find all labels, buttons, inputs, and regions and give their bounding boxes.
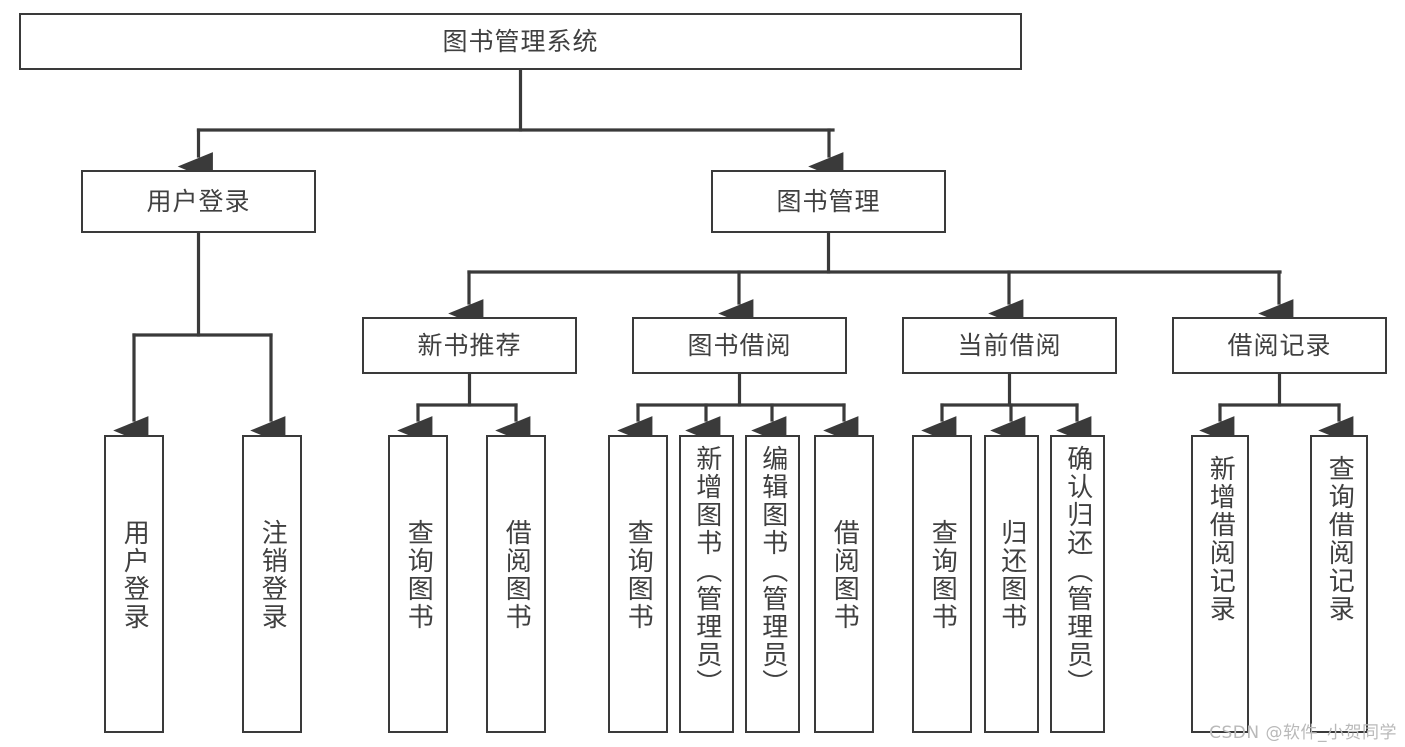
leaf-borrow-book-1-label: 借阅图书	[501, 519, 532, 631]
leaf-add-book-label: 新增图书（管理员）	[691, 445, 722, 697]
leaf-borrow-book-2-label: 借阅图书	[829, 519, 860, 631]
node-book-manage[interactable]: 图书管理	[711, 170, 946, 233]
leaf-borrow-book-1[interactable]: 借阅图书	[486, 435, 546, 733]
leaf-edit-book[interactable]: 编辑图书（管理员）	[745, 435, 800, 733]
leaf-query-book-2-label: 查询图书	[623, 519, 654, 631]
leaf-query-record-label: 查询借阅记录	[1324, 455, 1355, 623]
node-book-manage-label: 图书管理	[776, 186, 881, 216]
leaf-query-book-3-label: 查询图书	[927, 519, 958, 631]
leaf-add-record[interactable]: 新增借阅记录	[1191, 435, 1249, 733]
leaf-query-record[interactable]: 查询借阅记录	[1310, 435, 1368, 733]
leaf-return-book-label: 归还图书	[996, 519, 1027, 631]
leaf-confirm-return[interactable]: 确认归还（管理员）	[1050, 435, 1105, 733]
node-borrow-record[interactable]: 借阅记录	[1172, 317, 1387, 374]
leaf-borrow-book-2[interactable]: 借阅图书	[814, 435, 874, 733]
leaf-logout-label: 注销登录	[257, 519, 288, 631]
leaf-query-book-3[interactable]: 查询图书	[912, 435, 972, 733]
node-book-borrow[interactable]: 图书借阅	[632, 317, 847, 374]
node-borrow-record-label: 借阅记录	[1227, 330, 1332, 360]
node-current-borrow[interactable]: 当前借阅	[902, 317, 1117, 374]
node-user-login-label: 用户登录	[146, 186, 251, 216]
leaf-query-book-1-label: 查询图书	[403, 519, 434, 631]
leaf-add-book[interactable]: 新增图书（管理员）	[679, 435, 734, 733]
node-root[interactable]: 图书管理系统	[19, 13, 1022, 70]
leaf-query-book-1[interactable]: 查询图书	[388, 435, 448, 733]
node-new-book-recommend-label: 新书推荐	[417, 330, 522, 360]
node-user-login[interactable]: 用户登录	[81, 170, 316, 233]
node-root-label: 图书管理系统	[442, 26, 599, 56]
node-current-borrow-label: 当前借阅	[957, 330, 1062, 360]
node-book-borrow-label: 图书借阅	[687, 330, 792, 360]
leaf-return-book[interactable]: 归还图书	[984, 435, 1039, 733]
leaf-add-record-label: 新增借阅记录	[1205, 455, 1236, 623]
leaf-user-login-label: 用户登录	[119, 519, 150, 631]
leaf-confirm-return-label: 确认归还（管理员）	[1062, 445, 1093, 697]
leaf-edit-book-label: 编辑图书（管理员）	[757, 445, 788, 697]
leaf-logout[interactable]: 注销登录	[242, 435, 302, 733]
watermark: CSDN @软件_小贺同学	[1209, 723, 1397, 743]
leaf-query-book-2[interactable]: 查询图书	[608, 435, 668, 733]
leaf-user-login[interactable]: 用户登录	[104, 435, 164, 733]
node-new-book-recommend[interactable]: 新书推荐	[362, 317, 577, 374]
